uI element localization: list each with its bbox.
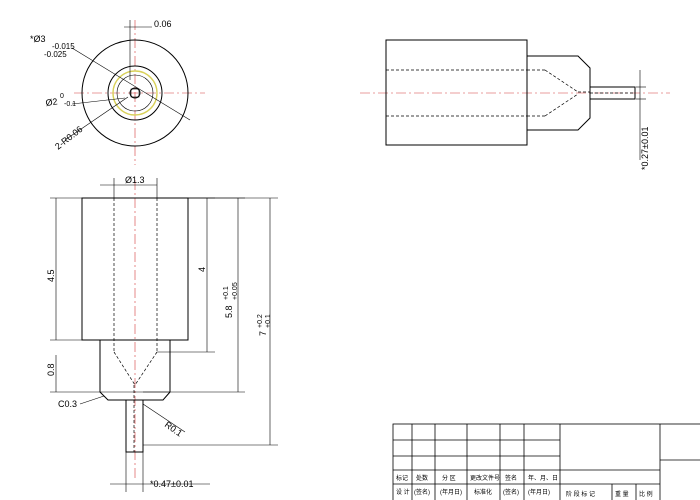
bore-circle bbox=[116, 74, 154, 112]
side-body bbox=[385, 39, 528, 146]
dim-depth2-tol-upper: +0.1 bbox=[223, 286, 230, 300]
tb-label-design: 设 计 bbox=[396, 488, 410, 496]
front-cone-right bbox=[134, 351, 158, 386]
dim-top-offset: 0.06 bbox=[154, 19, 172, 29]
tb-label-zone: 分 区 bbox=[442, 474, 456, 482]
inner-circle bbox=[107, 65, 163, 121]
front-body bbox=[81, 197, 189, 341]
front-cone-left bbox=[113, 351, 136, 386]
center-hole-circle bbox=[129, 87, 141, 99]
tb-label-change-doc: 更改文件号 bbox=[470, 474, 500, 482]
tb-label-date: 年、月、日 bbox=[528, 474, 558, 482]
tb-label-stage-mark: 阶 段 标 记 bbox=[566, 490, 595, 498]
side-view: *0.27±0.01 bbox=[360, 39, 670, 170]
dim-pin-dia: *0.47±0.01 bbox=[150, 479, 193, 489]
title-block-frame bbox=[392, 423, 700, 500]
dim-outer-leader bbox=[71, 47, 191, 121]
dim-inner-leader bbox=[71, 97, 126, 105]
side-cone-bottom bbox=[544, 93, 579, 117]
dim-chamfer-leader bbox=[79, 395, 105, 405]
inner-edge-circle bbox=[112, 70, 158, 116]
dim-inner-dia: Ø2 bbox=[45, 96, 58, 108]
center-hole-square bbox=[130, 88, 140, 98]
outer-circle bbox=[81, 39, 189, 147]
top-view: 0.06 *Ø3 -0.015 -0.025 Ø2 0 -0.1 2-R0.06 bbox=[30, 19, 205, 165]
dim-inner-tol-upper: 0 bbox=[60, 93, 64, 100]
dim-side-pin-dia: *0.27±0.01 bbox=[640, 127, 650, 170]
tb-label-count: 处数 bbox=[416, 474, 428, 482]
tb-label-design-date: (年月日) bbox=[440, 488, 462, 496]
tb-label-standard-sign: (签名) bbox=[503, 488, 519, 496]
tb-label-standard-date: (年月日) bbox=[528, 488, 550, 496]
dim-bore-depth: 4 bbox=[197, 267, 207, 272]
side-cone-top bbox=[544, 69, 579, 93]
tb-label-weight: 重 量 bbox=[615, 490, 629, 498]
tb-label-design-sign: (签名) bbox=[414, 488, 430, 496]
dim-outer-tol-lower: -0.025 bbox=[44, 50, 67, 59]
tb-label-mark: 标记 bbox=[396, 474, 408, 482]
dim-depth2-tol-lower: +0.05 bbox=[232, 282, 239, 300]
dim-shoulder: 0.8 bbox=[46, 363, 56, 376]
dim-body-height: 4.5 bbox=[46, 269, 56, 282]
dim-inner-tol-lower: -0.1 bbox=[64, 101, 76, 108]
tb-label-signature: 签名 bbox=[505, 474, 517, 482]
dim-total-tol-upper: +0.2 bbox=[257, 314, 264, 328]
front-pin bbox=[125, 399, 144, 453]
dim-outer-dia: *Ø3 bbox=[30, 34, 46, 44]
dim-radius: 2-R0.06 bbox=[53, 124, 84, 152]
dim-tip-radius-leader bbox=[142, 403, 186, 433]
dim-depth2: 5.8 bbox=[224, 305, 234, 318]
tb-label-scale: 比 例 bbox=[639, 490, 653, 498]
tb-label-standard: 标准化 bbox=[474, 488, 492, 496]
front-view: Ø1.3 4.5 0.8 4 5.8 +0.1 +0.05 7 +0.2 +0.… bbox=[46, 175, 278, 492]
dim-tip-radius: R0.1 bbox=[163, 419, 184, 438]
title-block: 标记 处数 分 区 更改文件号 签名 年、月、日 设 计 (签名) (年月日) … bbox=[392, 423, 700, 500]
dim-bore: Ø1.3 bbox=[125, 175, 145, 185]
dim-chamfer: C0.3 bbox=[58, 399, 77, 409]
dim-radius-leader bbox=[64, 96, 129, 141]
dim-total-tol-lower: +0.1 bbox=[265, 314, 272, 328]
dim-total: 7 bbox=[258, 331, 268, 336]
dim-outer-tol-upper: -0.015 bbox=[52, 42, 75, 51]
